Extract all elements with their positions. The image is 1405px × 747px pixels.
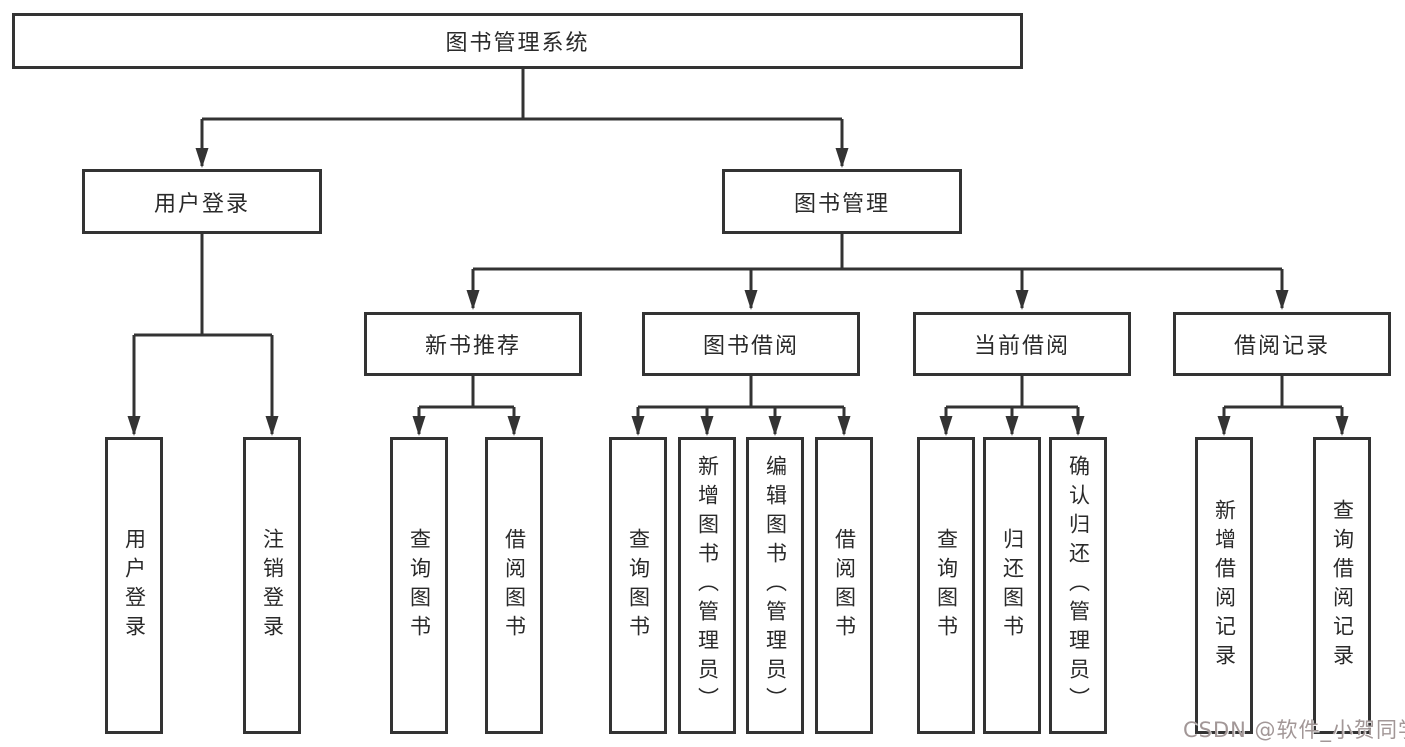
leaf-borrow-book-label: 借阅图书 (832, 527, 857, 644)
leaf-confirm-return-admin-label: 确认归还（管理员） (1066, 455, 1091, 716)
node-book-management: 图书管理 (722, 169, 962, 234)
leaf-add-borrow-record: 新增借阅记录 (1195, 437, 1253, 734)
leaf-user-login: 用户登录 (105, 437, 163, 734)
node-new-book-recommend: 新书推荐 (364, 312, 582, 376)
leaf-logout-label: 注销登录 (260, 527, 285, 644)
leaf-borrow-query-book-label: 查询图书 (626, 527, 651, 644)
leaf-borrow-query-book: 查询图书 (609, 437, 667, 734)
leaf-query-borrow-record-label: 查询借阅记录 (1330, 498, 1355, 673)
leaf-recommend-borrow-book-label: 借阅图书 (502, 527, 527, 644)
node-book-management-label: 图书管理 (793, 191, 890, 217)
node-borrow-records-label: 借阅记录 (1233, 334, 1330, 359)
connector-group (127, 69, 1349, 436)
leaf-edit-book-admin: 编辑图书（管理员） (746, 437, 804, 734)
leaf-current-query-book: 查询图书 (917, 437, 975, 734)
leaf-current-query-book-label: 查询图书 (934, 527, 959, 644)
leaf-add-book-admin: 新增图书（管理员） (678, 437, 736, 734)
node-new-book-recommend-label: 新书推荐 (424, 334, 521, 359)
node-user-login: 用户登录 (82, 169, 322, 234)
node-user-login-label: 用户登录 (153, 191, 250, 217)
csdn-watermark: CSDN @软件_小贺同学 (1183, 718, 1405, 742)
leaf-return-book: 归还图书 (983, 437, 1041, 734)
node-current-borrow-label: 当前借阅 (973, 334, 1070, 359)
node-borrow-records: 借阅记录 (1173, 312, 1391, 376)
leaf-logout: 注销登录 (243, 437, 301, 734)
node-library-system: 图书管理系统 (12, 13, 1023, 69)
node-book-borrow-label: 图书借阅 (702, 334, 799, 359)
leaf-user-login-label: 用户登录 (122, 527, 147, 644)
node-book-borrow: 图书借阅 (642, 312, 860, 376)
leaf-edit-book-admin-label: 编辑图书（管理员） (763, 455, 788, 716)
leaf-borrow-book: 借阅图书 (815, 437, 873, 734)
node-current-borrow: 当前借阅 (913, 312, 1131, 376)
leaf-recommend-query-book: 查询图书 (390, 437, 448, 734)
leaf-recommend-query-book-label: 查询图书 (407, 527, 432, 644)
leaf-add-book-admin-label: 新增图书（管理员） (695, 455, 720, 716)
leaf-return-book-label: 归还图书 (1000, 527, 1025, 644)
leaf-recommend-borrow-book: 借阅图书 (485, 437, 543, 734)
leaf-add-borrow-record-label: 新增借阅记录 (1212, 498, 1237, 673)
node-library-system-label: 图书管理系统 (445, 31, 590, 56)
leaf-query-borrow-record: 查询借阅记录 (1313, 437, 1371, 734)
leaf-confirm-return-admin: 确认归还（管理员） (1049, 437, 1107, 734)
